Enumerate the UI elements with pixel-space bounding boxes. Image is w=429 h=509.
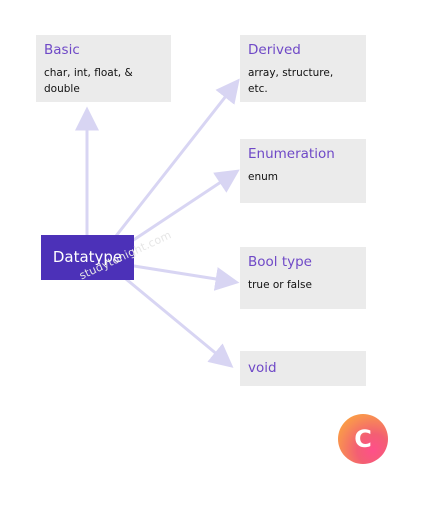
datatype-node: Datatype bbox=[41, 235, 134, 280]
enumeration-box: Enumeration enum bbox=[240, 139, 366, 203]
enumeration-description: enum bbox=[248, 170, 278, 183]
derived-box: Derived array, structure, etc. bbox=[240, 35, 366, 102]
enumeration-title: Enumeration bbox=[248, 146, 335, 162]
basic-box: Basic char, int, float, & double bbox=[36, 35, 171, 102]
void-box: void bbox=[240, 351, 366, 386]
logo-icon: C bbox=[338, 414, 388, 464]
derived-description: array, structure, etc. bbox=[248, 66, 334, 95]
basic-title: Basic bbox=[44, 42, 80, 58]
bool-type-title: Bool type bbox=[248, 254, 312, 270]
bool-type-box: Bool type true or false bbox=[240, 247, 366, 309]
void-title: void bbox=[248, 360, 277, 376]
datatype-label: Datatype bbox=[52, 248, 123, 266]
derived-title: Derived bbox=[248, 42, 301, 58]
logo-letter: C bbox=[354, 425, 372, 453]
basic-description: char, int, float, & double bbox=[44, 66, 133, 95]
arrow-to-derived bbox=[114, 78, 240, 238]
bool-type-description: true or false bbox=[248, 278, 312, 291]
arrow-to-enumeration bbox=[130, 169, 240, 243]
arrow-to-bool bbox=[132, 264, 240, 291]
arrow-to-void bbox=[124, 277, 234, 368]
